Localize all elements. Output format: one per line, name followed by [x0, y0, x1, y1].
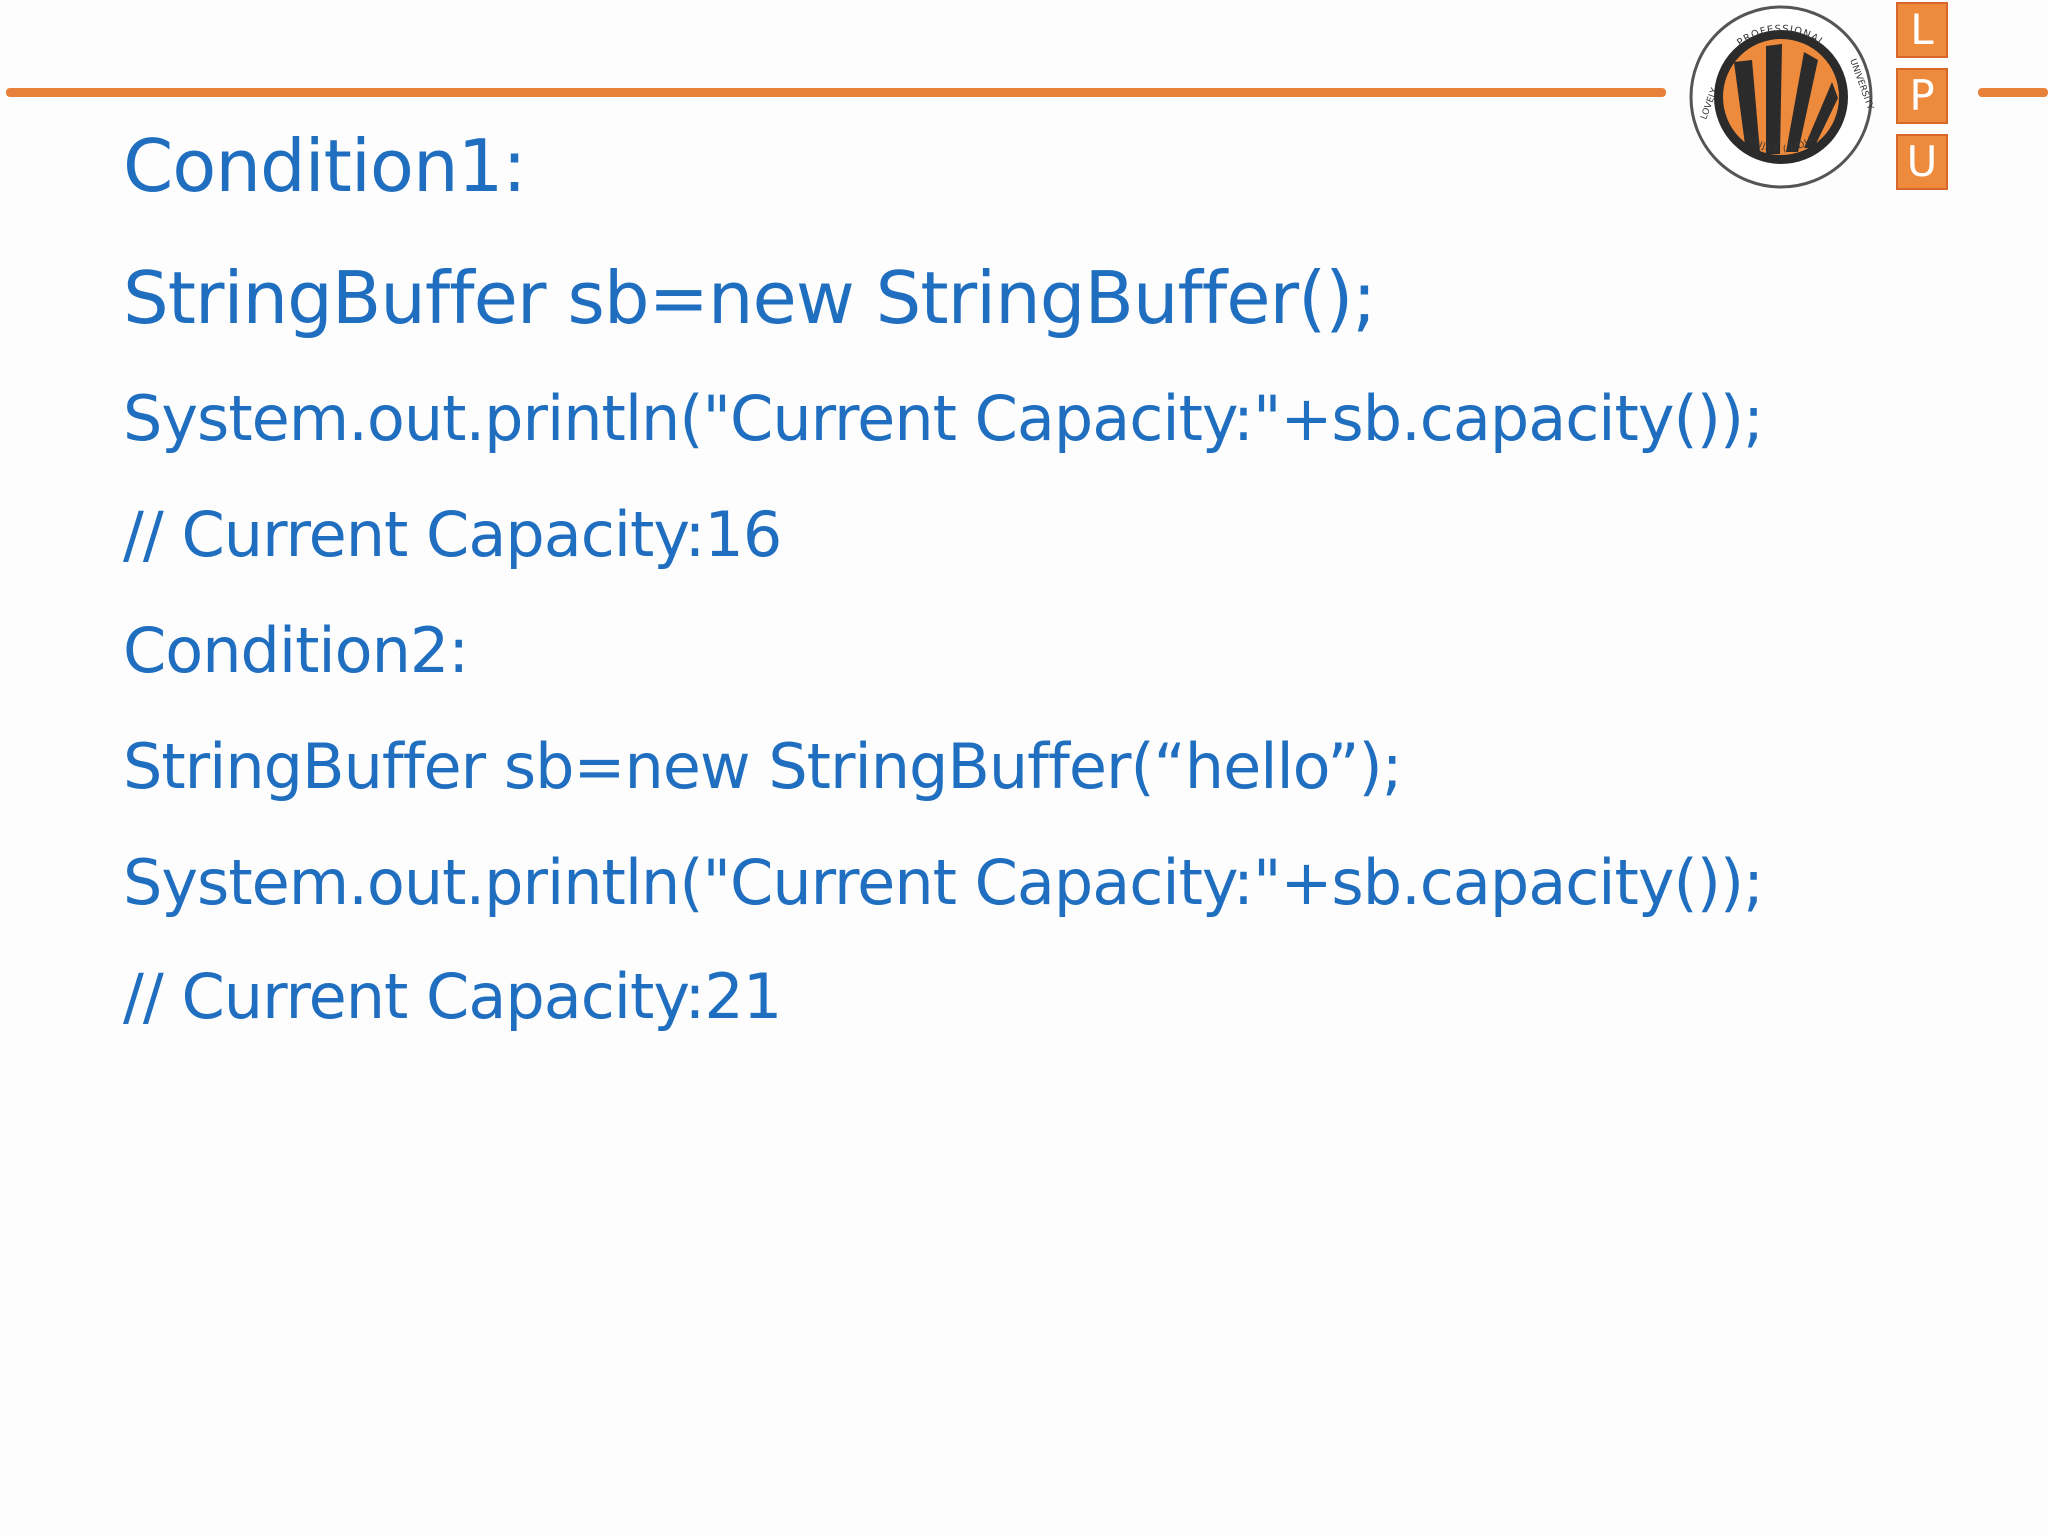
university-seal-logo: PROFESSIONAL PUNJAB (INDIA) LOVELY UNIVE… — [1689, 5, 1875, 189]
logo-letter-u: U — [1896, 134, 1948, 190]
lpu-letter-stack: L P U — [1896, 2, 1948, 200]
logo-letter-p: P — [1896, 68, 1948, 124]
condition1-declaration: StringBuffer sb=new StringBuffer(); — [123, 256, 1377, 340]
logo-letter-l: L — [1896, 2, 1948, 58]
condition1-print-stmt: System.out.println("Current Capacity:"+s… — [123, 382, 1764, 455]
condition1-output-comment: // Current Capacity:16 — [123, 498, 782, 571]
condition2-heading: Condition2: — [123, 614, 469, 687]
condition2-declaration: StringBuffer sb=new StringBuffer(“hello”… — [123, 730, 1403, 803]
condition2-print-stmt: System.out.println("Current Capacity:"+s… — [123, 846, 1764, 919]
header-rule-right — [1978, 88, 2048, 97]
condition1-heading: Condition1: — [123, 124, 527, 208]
header-rule-left — [6, 88, 1666, 97]
condition2-output-comment: // Current Capacity:21 — [123, 960, 782, 1033]
